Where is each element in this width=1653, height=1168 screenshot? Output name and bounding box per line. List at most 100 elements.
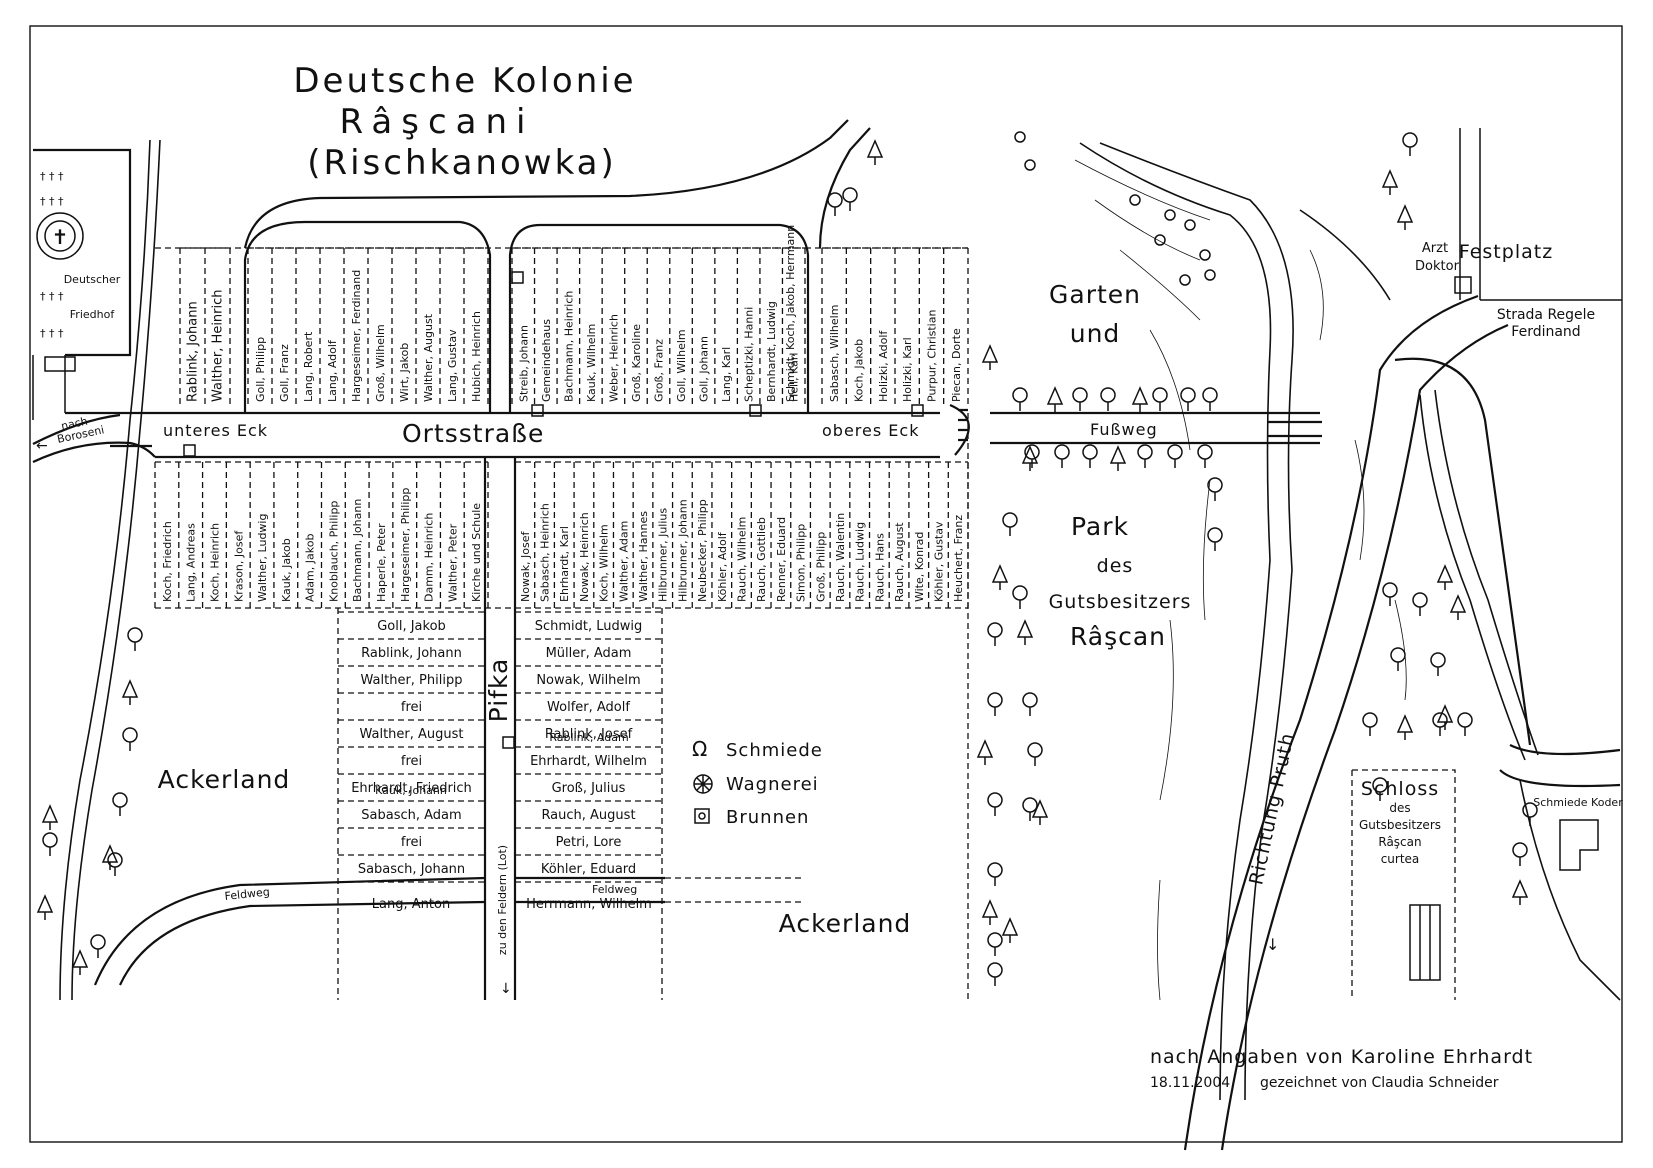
pine-tree-icon <box>101 844 119 870</box>
pifka-west-lot-name: frei <box>401 835 422 850</box>
north-loop-road-3 <box>818 127 871 249</box>
north-loop-road-outer <box>243 119 849 249</box>
north-mid-lot-name: Lang, Robert <box>302 331 315 402</box>
tree-icon <box>1207 527 1223 543</box>
tree-icon <box>1512 842 1528 858</box>
schmiede-koder-label: Schmiede Koder <box>1533 796 1623 809</box>
svg-text:† † †: † † † <box>40 327 64 340</box>
fussweg-label: Fußweg <box>1090 420 1158 439</box>
north-mid-lot-name: Lang, Adolf <box>326 339 339 402</box>
pifka-west-lot-name: Sabasch, Johann <box>358 862 465 877</box>
south-right-lot-name: Koch, Wilhelm <box>598 524 611 602</box>
south-right-lot-name: Walther, Hannes <box>637 511 650 602</box>
pifka-west-lot-name: Goll, Jakob <box>377 619 446 634</box>
north-mid-lot-name: Hargeseimer, Ferdinand <box>350 270 363 402</box>
south-right-lot-name: Rauch, Hans <box>873 533 886 602</box>
south-right-lot-name: Nowak, Heinrich <box>578 512 591 602</box>
pine-tree-icon <box>1021 445 1039 471</box>
south-left-lot-name: Haperle, Peter <box>375 523 388 602</box>
tree-icon <box>987 622 1003 638</box>
south-right-lot-name: Simon, Philipp <box>795 524 808 602</box>
title-line-1: Deutsche Kolonie <box>293 61 636 101</box>
legend: Ω Schmiede Wagnerei Brunnen <box>692 737 822 828</box>
pifka-west-lot-name: frei <box>401 754 422 769</box>
pifka-west-lot-name: frei <box>401 700 422 715</box>
north-right-lot-name: Gemeindehaus <box>540 319 553 402</box>
well-icon <box>531 404 544 417</box>
park-gutsbesitzers-label: Gutsbesitzers <box>1049 591 1192 613</box>
south-right-lot-name: Hilbrunner, Johann <box>676 499 689 602</box>
feldweg-left-label: Feldweg <box>224 885 270 903</box>
festplatz-border <box>1479 128 1622 301</box>
pifka-east-south-lot: Herrmann, Wilhelm <box>526 897 652 912</box>
tree-icon <box>1457 712 1473 728</box>
north-mid-lot-name: Walther, August <box>422 313 435 402</box>
south-left-lot-name: Walther, Peter <box>446 523 459 602</box>
pifka-east-lot-name: Rauch, August <box>541 808 635 823</box>
tree-icon <box>122 727 138 743</box>
east-stream-3 <box>1519 779 1621 1001</box>
road-east-lower-2 <box>1499 769 1621 788</box>
south-left-lot-name: Adam, Jakob <box>304 534 317 602</box>
tree-icon <box>1430 652 1446 668</box>
well-icon <box>511 271 524 284</box>
pine-tree-icon <box>1396 204 1414 230</box>
tree-icon <box>90 934 106 950</box>
north-right-lot-name: Hell, Karl <box>788 353 801 402</box>
road-east-upper <box>1394 357 1532 746</box>
bank-shading-1 <box>1074 159 1211 451</box>
pine-tree-icon <box>1436 564 1454 590</box>
north-east-lot-name: Holizki, Adolf <box>877 330 890 402</box>
south-left-lot-name: Bachmann, Johann <box>351 499 364 602</box>
tree-icon <box>987 862 1003 878</box>
bush-icon <box>1204 269 1216 281</box>
south-right-lot-name: Wite, Konrad <box>913 532 926 602</box>
bush-icon <box>1179 274 1191 286</box>
cemetery-cross-icon: ✝ <box>52 225 69 249</box>
und-label: und <box>1070 319 1121 348</box>
strada-regele-outer <box>1183 294 1479 1151</box>
richtung-pruth-label: Richtung Pruth <box>1245 731 1299 887</box>
pruth-2 <box>1099 142 1294 1101</box>
pifka-east-lot-name: Schmidt, Ludwig <box>535 619 643 634</box>
tree-icon <box>1167 444 1183 460</box>
bush-icon <box>1024 159 1036 171</box>
ackerland-right-label: Ackerland <box>779 909 912 938</box>
tree-icon <box>1012 585 1028 601</box>
pifka-west-south-lot: Lang, Anton <box>372 897 450 912</box>
pifka-west-lot-name: Sabasch, Adam <box>361 808 461 823</box>
pine-tree-icon <box>1031 799 1049 825</box>
pifka-east-lot-name: Petri, Lore <box>556 835 622 850</box>
pine-tree-icon <box>121 679 139 705</box>
pine-tree-icon <box>1436 704 1454 730</box>
north-right-lot-name: Scheptizki, Hanni <box>743 307 756 402</box>
north-east-lot-name: Holizki, Karl <box>901 337 914 402</box>
left-stream-2 <box>71 139 161 1001</box>
north-east-lot-name: Piecan, Dorte <box>950 328 963 402</box>
north-mid-lot-name: Wirt, Jakob <box>398 343 411 402</box>
tree-icon <box>1362 712 1378 728</box>
south-left-lot-name: Hargeseimer, Philipp <box>399 488 412 602</box>
north-left-lot-name: Rablink, Johann <box>186 301 201 402</box>
tree-icon <box>1012 387 1028 403</box>
schloss-des-label: des <box>1389 801 1410 815</box>
feldweg-right-label: Feldweg <box>592 883 637 896</box>
pifka-label: Pifka <box>484 658 513 723</box>
horseshoe-icon: Ω <box>692 737 707 761</box>
north-east-lot-name: Sabasch, Wilhelm <box>828 305 841 402</box>
schloss-rascan-label: Râşcan <box>1378 835 1421 849</box>
east-stream-1 <box>1419 394 1526 761</box>
pine-tree-icon <box>71 949 89 975</box>
road-east-lower <box>1509 744 1621 756</box>
pine-tree-icon <box>1046 386 1064 412</box>
bush-icon <box>1164 209 1176 221</box>
trees-layer <box>36 131 1538 986</box>
south-right-lot-name: Renner, Eduard <box>775 517 788 602</box>
pifka-east-lot-name: Nowak, Wilhelm <box>536 673 640 688</box>
pifka-east-lot-name: Köhler, Eduard <box>541 862 636 877</box>
north-right-lot-name: Goll, Wilhelm <box>675 329 688 402</box>
tree-icon <box>1137 444 1153 460</box>
garten-label: Garten <box>1049 280 1141 309</box>
tree-icon <box>987 692 1003 708</box>
tree-icon <box>127 627 143 643</box>
